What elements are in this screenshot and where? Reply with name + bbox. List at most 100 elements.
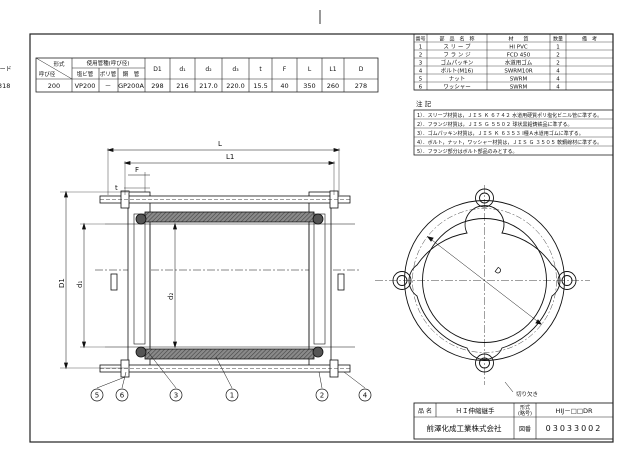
- label-L1: L1: [226, 153, 234, 161]
- spec-col-value: 260: [327, 82, 339, 90]
- bolt-circle: [412, 208, 557, 353]
- spec-col-value: 13318: [0, 82, 10, 90]
- parts-row-name: ワッシャー: [443, 84, 471, 91]
- parts-row-name: ボルト(M16): [441, 67, 474, 75]
- parts-row-qty: 1: [556, 45, 560, 51]
- spec-header-steel: 鋼 管: [123, 70, 140, 78]
- spec-col-header: d₃: [232, 66, 239, 73]
- parts-row-no: 6: [419, 85, 423, 91]
- spec-value-steel: GP200A: [118, 82, 144, 90]
- bolt-hole-left: [392, 271, 412, 290]
- spec-col-header: Mコード: [0, 66, 12, 73]
- company-name: 前澤化成工業株式会社: [427, 423, 502, 433]
- balloon-label: 6: [120, 392, 125, 400]
- note-4: 4）．ボルト，ナット，ワッシャー材質は，ＪＩＳ Ｇ ３５０５ 軟鋼線材に準ずる。: [417, 139, 602, 146]
- gasket-bottom-right: [312, 346, 324, 358]
- parts-header-material: 材 質: [508, 36, 528, 43]
- note-1: 1）．スリーブ材質は，ＪＩＳ Ｋ ６７４２ 水道用硬質ポリ塩化ビニル管に準ずる。: [417, 112, 602, 119]
- label-d2: d₂: [167, 293, 175, 300]
- parts-row-material: HI PVC: [509, 45, 528, 51]
- spec-col-value: 350: [303, 82, 315, 90]
- dim-line-D: [427, 236, 542, 325]
- sleeve-top-wall: [144, 211, 315, 223]
- spec-header-nominal: 呼び径: [39, 70, 56, 78]
- balloon-label: 4: [363, 392, 368, 400]
- spec-col-header: t: [259, 66, 262, 73]
- spec-header-pe: ポリ管: [100, 70, 117, 78]
- gasket-top-left: [135, 213, 147, 225]
- parts-row-qty: 4: [556, 69, 560, 75]
- parts-row-no: 5: [419, 77, 423, 83]
- balloon-label: 5: [95, 392, 99, 400]
- parts-row-no: 4: [419, 69, 423, 75]
- title-name-label: 品 名: [418, 407, 432, 415]
- spec-col-value: 217.0: [199, 82, 218, 90]
- parts-row-name: ス リ ー ブ: [443, 43, 471, 51]
- label-D1: D1: [58, 278, 66, 288]
- title-model-label-1: 形式: [520, 404, 530, 411]
- notes-block: 注 記 1）．スリーブ材質は，ＪＩＳ Ｋ ６７４２ 水道用硬質ポリ塩化ビニル管に…: [413, 99, 614, 156]
- bolt-hole-right: [557, 271, 577, 290]
- balloon-4: [358, 388, 372, 402]
- note-2: 2）．フランジ材質は，ＪＩＳ Ｇ ５５０２ 球状黒鉛鋳鉄品に準ずる。: [417, 121, 572, 128]
- side-section-view: [60, 147, 360, 378]
- balloon-1: [225, 388, 239, 402]
- label-d1: d₁: [76, 281, 84, 288]
- title-block: 品 名 ＨＩ伸縮継手 形式 (略号) HIJ－□□DR 前澤化成工業株式会社 図…: [413, 402, 614, 440]
- parts-row-no: 3: [419, 61, 423, 67]
- spec-value-pe: －: [105, 82, 112, 90]
- label-F: F: [135, 166, 139, 174]
- balloon-2: [315, 388, 329, 402]
- spec-header-type: 形式: [53, 60, 65, 68]
- parts-row-qty: 4: [556, 77, 560, 83]
- parts-row-no: 2: [419, 53, 423, 59]
- spec-col-value: 216: [176, 82, 188, 90]
- spec-col-header: D: [359, 66, 364, 73]
- note-5: 5）．フランジ部分はボルト部品のみとする。: [417, 148, 518, 155]
- parts-row-material: 水道用ゴム: [505, 59, 533, 67]
- parts-row-name: フ ラ ン ジ: [443, 52, 471, 59]
- bolt-hole-top: [475, 188, 494, 208]
- label-t: t: [115, 184, 118, 192]
- parts-row-name: ナット: [449, 76, 466, 83]
- parts-row-name: ゴムパッキン: [441, 59, 474, 67]
- balloon-label: 2: [320, 392, 324, 400]
- spec-value-pvc: VP200: [75, 82, 96, 90]
- parts-header-no: 番号: [415, 36, 425, 43]
- spec-value-nominal: 200: [48, 82, 60, 90]
- parts-row-no: 1: [419, 45, 423, 51]
- sleeve-bottom-wall: [144, 348, 315, 360]
- spec-col-header: L: [308, 66, 312, 73]
- title-model-label-2: (略号): [518, 410, 532, 417]
- parts-row-material: SWRM: [510, 77, 528, 83]
- parts-row-qty: 4: [556, 85, 560, 91]
- spec-col-value: 40: [280, 82, 288, 90]
- balloon-5: [90, 388, 104, 402]
- model-code: HIJ－□□DR: [555, 407, 593, 415]
- spec-col-value: 298: [151, 82, 163, 90]
- spec-col-header: d₁: [179, 66, 186, 73]
- parts-row-material: SWRM: [510, 85, 528, 91]
- part-balloons: [96, 351, 366, 389]
- parts-header-qty: 数量: [553, 36, 563, 43]
- balloon-label: 3: [174, 392, 178, 400]
- drawing-no: 03033002: [546, 424, 603, 433]
- parts-row-qty: 2: [556, 53, 560, 59]
- spec-col-value: 15.5: [253, 82, 267, 90]
- balloon-3: [169, 388, 183, 402]
- spec-header-usage: 使用管種(呼び径): [87, 59, 130, 67]
- spec-col-header: d₂: [205, 66, 212, 73]
- parts-header-name: 部 品 名 称: [439, 36, 474, 43]
- front-flange-view: [375, 185, 590, 393]
- gasket-top-right: [312, 213, 324, 225]
- notes-heading: 注 記: [416, 99, 432, 108]
- dimension-labels: L L1 F t D1 d₁ d₂: [58, 140, 234, 300]
- balloon-6: [115, 388, 129, 402]
- bolt-hole-bottom: [475, 353, 494, 373]
- label-L: L: [218, 140, 222, 148]
- spec-col-value: 278: [355, 82, 367, 90]
